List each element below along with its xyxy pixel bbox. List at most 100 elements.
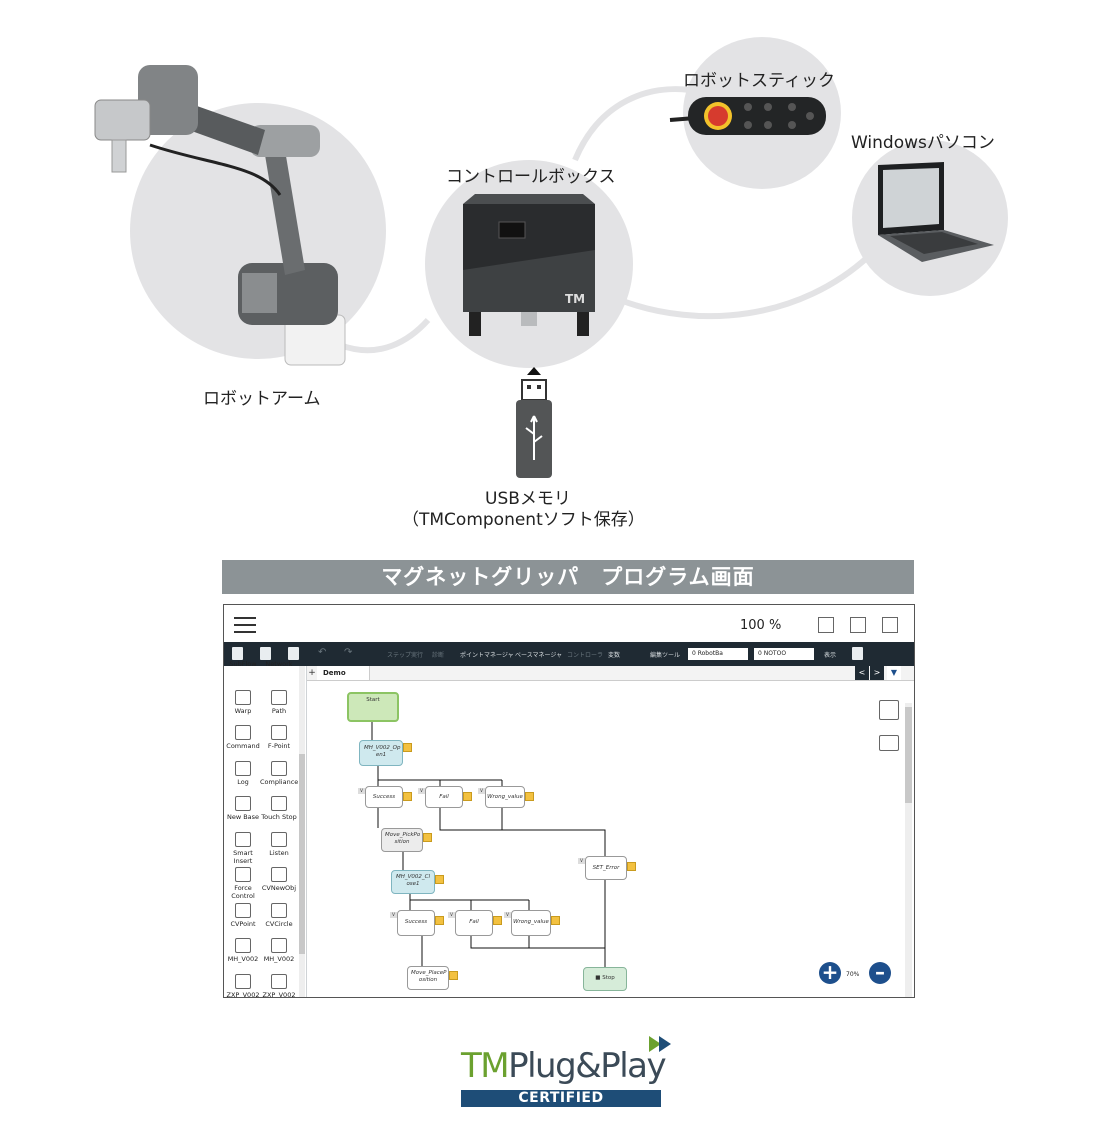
display-button[interactable]: 表示	[824, 652, 837, 659]
undo-icon[interactable]: ↶	[318, 647, 327, 658]
open-file-icon[interactable]	[260, 647, 271, 660]
sidebar-item-compliance-3-1[interactable]: Compliance	[260, 760, 298, 786]
sidebar-item-smart-insert-5-0[interactable]: Smart Insert	[224, 831, 262, 865]
move-pick-node[interactable]: Move_PickPo sition	[381, 828, 423, 852]
sidebar-scrollbar[interactable]	[299, 666, 305, 997]
fail2-v-icon: V	[448, 912, 455, 918]
move-place-node[interactable]: Move_PlaceP osition	[407, 966, 449, 990]
sidebar-item-label: Command	[226, 742, 260, 750]
toggle-icon[interactable]	[879, 735, 899, 751]
flow-canvas[interactable]: Start MH_V002_Op en1 Success V Fail V Wr…	[307, 680, 914, 997]
success2-badge-icon	[435, 916, 444, 925]
sidebar-item-cvcircle-7-1[interactable]: CVCircle	[260, 902, 298, 928]
close1-node-label: MH_V002_Cl ose1	[396, 874, 431, 887]
connection-lines	[338, 86, 873, 354]
fail2-node-label: Fail	[469, 919, 479, 925]
sidebar-item-mh-v002-8-1[interactable]: MH_V002	[260, 938, 298, 963]
notes-icon[interactable]	[882, 617, 898, 633]
tool-dropdown[interactable]: 0 NOTOO	[754, 648, 814, 660]
fail1-node[interactable]: Fail	[425, 786, 463, 808]
program-toolbar: ↶ ↷ ステップ実行 診断 ポイントマネージャ ベースマネージャ コントローラ …	[224, 642, 914, 666]
op1-node[interactable]: MH_V002_Op en1	[359, 740, 403, 766]
sidebar-item-subflow-0-0[interactable]: SubFlow	[224, 660, 262, 668]
sidebar-item-label: ZXP_V002	[226, 990, 260, 998]
zoom-out-icon[interactable]: –	[869, 962, 891, 984]
stop-node[interactable]: ■ Stop	[583, 967, 627, 991]
sidebar-item-warp-1-0[interactable]: Warp	[224, 689, 262, 715]
sidebar-item-zxp-v002-9-0[interactable]: ZXP_V002	[224, 973, 262, 998]
control-box-image: TM	[463, 194, 595, 336]
control-box-label: コントロールボックス	[446, 167, 616, 187]
sidebar-item-listen-5-1[interactable]: Listen	[260, 831, 298, 857]
tm-plug-play-logo: TMPlug&Play CERTIFIED	[461, 1036, 671, 1108]
success1-node[interactable]: Success	[365, 786, 403, 808]
sidebar-item-label: SubFlow	[229, 660, 257, 668]
success1-v-icon: V	[358, 788, 365, 794]
set-error-node[interactable]: SET_Error	[585, 856, 627, 880]
start-node[interactable]: Start	[347, 692, 399, 722]
base-manager-button[interactable]: ベースマネージャ	[515, 652, 563, 659]
move-pick-badge-icon	[423, 833, 432, 842]
sidebar-item-log-3-0[interactable]: Log	[224, 760, 262, 786]
robot-arm-image	[94, 65, 346, 366]
panel-icon[interactable]	[852, 647, 863, 660]
certified-badge: CERTIFIED	[461, 1090, 661, 1107]
edit-tools-button[interactable]: 編集ツール	[650, 652, 681, 659]
robot-arm-label: ロボットアーム	[203, 389, 321, 409]
stop-node-label: ■ Stop	[595, 975, 615, 981]
wrong2-node[interactable]: Wrong_value	[511, 910, 551, 936]
variables-button[interactable]: 変数	[608, 652, 621, 659]
sidebar-item-touch-stop-4-1[interactable]: Touch Stop	[260, 796, 298, 821]
sidebar-item-command-2-0[interactable]: Command	[224, 725, 262, 750]
fail2-node[interactable]: Fail	[455, 910, 493, 936]
tab-demo[interactable]: Demo	[317, 666, 370, 680]
sidebar-item-force-control-6-0[interactable]: Force Control	[224, 867, 262, 900]
sidebar-item-label: Network	[265, 660, 293, 668]
step-run-button[interactable]: ステップ実行	[387, 652, 424, 659]
sidebar-item-network-0-1[interactable]: Network	[260, 660, 298, 668]
robot-stick-image	[669, 97, 826, 135]
sidebar-item-label: Path	[271, 706, 287, 715]
sidebar-item-new-base-4-0[interactable]: New Base	[224, 796, 262, 821]
robot-stick-label: ロボットスティック	[683, 71, 835, 91]
sidebar-item-f-point-2-1[interactable]: F-Point	[260, 725, 298, 750]
sidebar-item-cvnewobj-6-1[interactable]: CVNewObj	[260, 867, 298, 892]
display-icon[interactable]	[818, 617, 834, 633]
sidebar-item-label: CVCircle	[265, 919, 293, 928]
controller-button[interactable]: コントローラ	[567, 652, 604, 659]
robot-base-dropdown[interactable]: 0 RobotBa	[688, 648, 748, 660]
node-type-icon	[235, 725, 251, 740]
prev-arrow-icon[interactable]: <	[855, 666, 869, 680]
node-type-icon	[271, 796, 287, 811]
fail1-node-label: Fail	[439, 794, 449, 800]
node-type-icon	[271, 725, 287, 740]
usb-label-line2: （TMComponentソフト保存）	[402, 510, 645, 530]
diagnose-button[interactable]: 診断	[432, 652, 445, 659]
wrong1-node[interactable]: Wrong_value	[485, 786, 525, 808]
sidebar-item-label: Listen	[269, 848, 289, 857]
info-icon[interactable]	[850, 617, 866, 633]
dropdown-arrow-icon[interactable]: ▼	[887, 666, 901, 680]
op1-node-label: MH_V002_Op en1	[364, 745, 401, 758]
next-arrow-icon[interactable]: >	[870, 666, 884, 680]
layout-icon[interactable]	[879, 700, 899, 720]
sidebar-item-mh-v002-8-0[interactable]: MH_V002	[224, 938, 262, 963]
sidebar-item-cvpoint-7-0[interactable]: CVPoint	[224, 902, 262, 928]
zoom-in-icon[interactable]: +	[819, 962, 841, 984]
success1-badge-icon	[403, 792, 412, 801]
new-file-icon[interactable]	[232, 647, 243, 660]
point-manager-button[interactable]: ポイントマネージャ	[460, 652, 514, 659]
hamburger-menu-icon[interactable]	[234, 617, 256, 633]
save-file-icon[interactable]	[288, 647, 299, 660]
node-type-icon	[271, 938, 287, 953]
node-type-icon	[235, 973, 251, 989]
sidebar-item-path-1-1[interactable]: Path	[260, 689, 298, 715]
redo-icon[interactable]: ↷	[344, 647, 353, 658]
node-type-icon	[235, 796, 251, 811]
close1-node[interactable]: MH_V002_Cl ose1	[391, 870, 435, 894]
success1-node-label: Success	[372, 794, 396, 800]
success2-node[interactable]: Success	[397, 910, 435, 936]
canvas-scrollbar[interactable]	[905, 703, 912, 997]
sidebar-item-zxp-v002-9-1[interactable]: ZXP_V002	[260, 973, 298, 997]
add-tab-button[interactable]: +	[308, 668, 316, 678]
